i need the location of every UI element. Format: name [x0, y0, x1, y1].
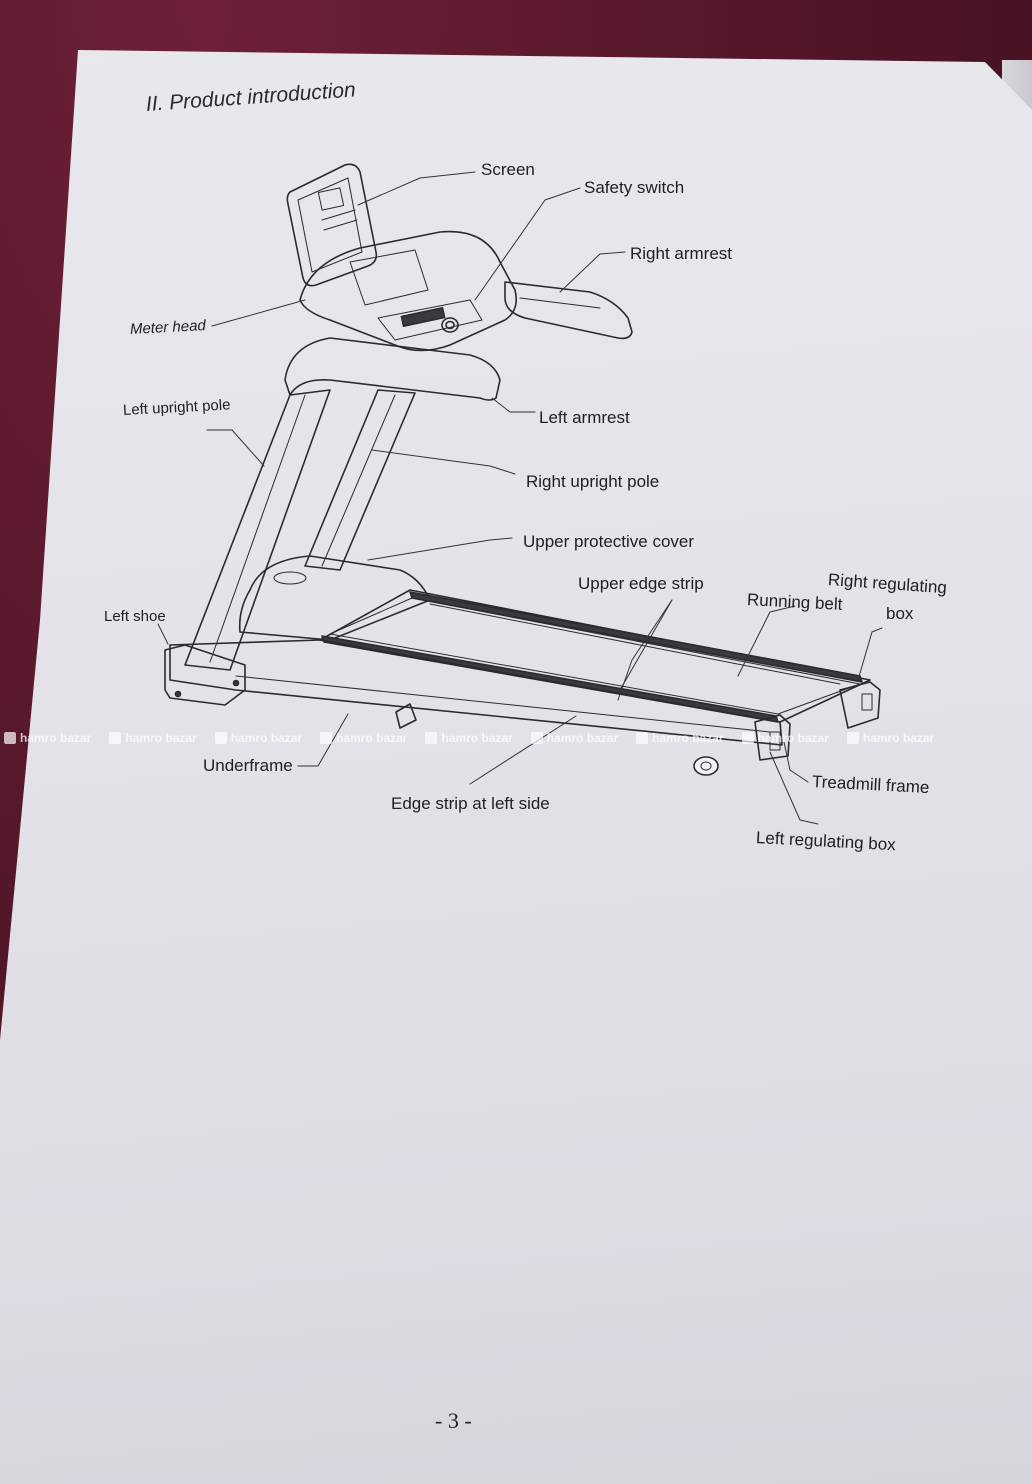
label-left-armrest: Left armrest	[539, 408, 630, 427]
motor-cover-shape	[238, 555, 431, 641]
right-armrest-shape	[504, 281, 633, 340]
watermark-item: hamro bazar	[425, 731, 513, 745]
watermark-text: hamro bazar	[125, 731, 197, 745]
watermark-logo-icon	[530, 732, 543, 744]
watermark-logo-icon	[320, 732, 333, 744]
watermark-text: hamro bazar	[230, 731, 303, 745]
leader-lines	[157, 171, 883, 825]
page-number: - 3 -	[435, 1408, 472, 1433]
watermark-item: hamro bazar	[741, 731, 829, 745]
screen-unit	[286, 163, 378, 287]
label-upper-edge-strip: Upper edge strip	[578, 574, 704, 593]
underframe-foot-shape	[395, 703, 417, 729]
watermark-item: hamro bazar	[214, 731, 303, 745]
watermark-item: hamro bazar	[4, 731, 91, 745]
watermark-logo-icon	[741, 732, 754, 744]
label-right-upright-pole: Right upright pole	[526, 472, 660, 491]
watermark-item: hamro bazar	[320, 731, 407, 745]
frame-side-shape	[169, 639, 783, 746]
meter-head-body	[299, 230, 518, 352]
label-right-regulating-box: box	[886, 604, 914, 623]
watermark-text: hamro bazar	[441, 731, 513, 745]
watermark-logo-icon	[4, 732, 16, 744]
rear-wheel	[693, 756, 719, 776]
watermark-text: hamro bazar	[546, 731, 619, 745]
watermark-text: hamro bazar	[336, 731, 408, 745]
label-screen: Screen	[481, 160, 535, 179]
watermark-item: hamro bazar	[109, 731, 197, 745]
label-right-armrest: Right armrest	[630, 244, 733, 263]
label-safety-switch: Safety switch	[584, 178, 685, 197]
label-upper-protective-cover: Upper protective cover	[523, 532, 695, 551]
left-armrest-shape	[284, 337, 501, 401]
watermark-item: hamro bazar	[846, 731, 935, 745]
watermark-item: hamro bazar	[530, 731, 619, 745]
label-left-shoe: Left shoe	[104, 608, 166, 625]
right-regulating-box-shape	[839, 681, 881, 729]
label-edge-strip-left-side: Edge strip at left side	[391, 794, 550, 813]
watermark-text: hamro bazar	[757, 731, 829, 745]
watermark-text: hamro bazar	[862, 731, 935, 745]
watermark-logo-icon	[636, 732, 649, 744]
watermark-logo-icon	[425, 732, 438, 744]
treadmill-diagram	[157, 163, 883, 825]
label-underframe: Underframe	[203, 756, 293, 775]
watermark-logo-icon	[846, 732, 859, 744]
right-upright-pole-shape	[304, 389, 416, 571]
watermark-item: hamro bazar	[636, 731, 724, 745]
watermark-logo-icon	[214, 732, 227, 744]
left-upright-pole-shape	[184, 389, 331, 671]
watermark-text: hamro bazar	[652, 731, 724, 745]
left-regulating-box-shape	[754, 714, 791, 761]
watermark-logo-icon	[109, 732, 122, 744]
watermark-strip: hamro bazar hamro bazar hamro bazar hamro b…	[0, 728, 1032, 748]
left-shoe-shape	[164, 644, 246, 706]
watermark-text: hamro bazar	[20, 731, 92, 745]
